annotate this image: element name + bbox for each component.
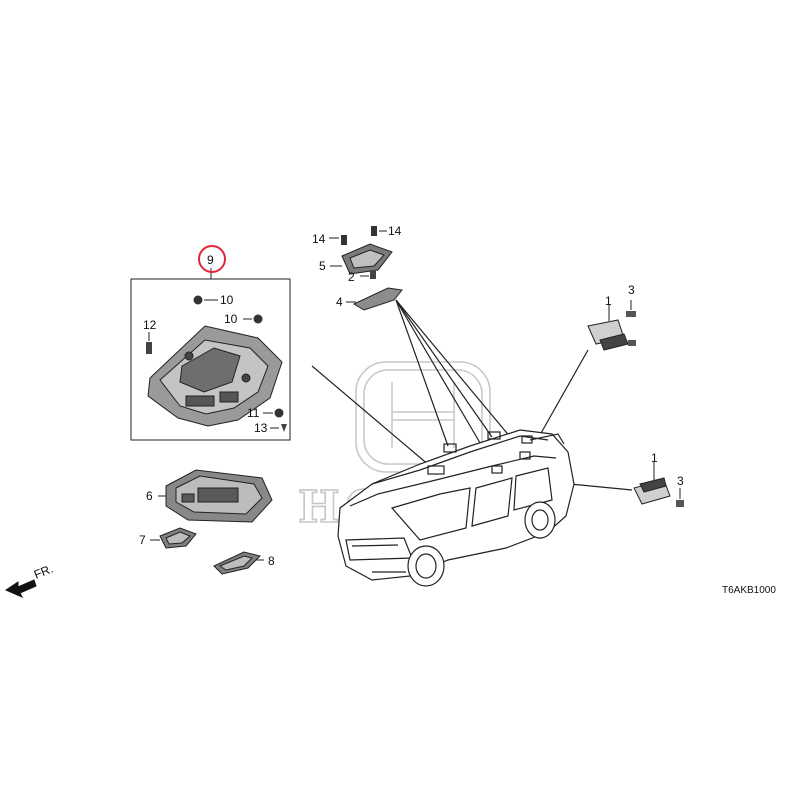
callout-9[interactable]: 9 <box>207 253 214 267</box>
callout-7[interactable]: 7 <box>139 533 146 547</box>
lamp-7[interactable] <box>159 527 197 549</box>
callout-14-left[interactable]: 14 <box>312 232 326 246</box>
front-arrow-icon <box>4 579 37 599</box>
callout-5[interactable]: 5 <box>319 259 326 273</box>
callout-2[interactable]: 2 <box>348 270 355 284</box>
front-indicator-label: FR. <box>32 562 55 582</box>
highlight-circle <box>198 245 226 273</box>
assembly-box <box>130 268 291 441</box>
clip-3-upper[interactable] <box>626 311 636 317</box>
clip-11[interactable] <box>263 408 284 418</box>
callout-6[interactable]: 6 <box>146 489 153 503</box>
leader-1-lower-to-vehicle <box>569 483 633 491</box>
screw-14-right[interactable] <box>371 226 387 236</box>
callout-13[interactable]: 13 <box>254 421 268 435</box>
leaders-4-to-vehicle <box>395 299 527 471</box>
clip-10-upper[interactable] <box>193 295 219 305</box>
callout-10-upper[interactable]: 10 <box>220 293 234 307</box>
callout-8[interactable]: 8 <box>268 554 275 568</box>
lamp-8[interactable] <box>213 551 261 575</box>
callout-1-upper[interactable]: 1 <box>605 294 612 308</box>
lens-4[interactable] <box>352 287 403 311</box>
vehicle-minivan <box>337 429 575 587</box>
callout-4[interactable]: 4 <box>336 295 343 309</box>
callout-3-upper[interactable]: 3 <box>628 283 635 297</box>
bulb-2[interactable] <box>360 270 376 279</box>
callout-14-right[interactable]: 14 <box>388 224 402 238</box>
sensor-1-upper[interactable] <box>587 319 629 351</box>
map-lamp-5[interactable] <box>341 243 393 275</box>
console-base-unit-6[interactable] <box>165 469 273 523</box>
clip-3-mid[interactable] <box>628 340 636 346</box>
callout-12[interactable]: 12 <box>143 318 157 332</box>
sensor-1-lower[interactable] <box>633 477 671 505</box>
callout-1-lower[interactable]: 1 <box>651 451 658 465</box>
screw-12[interactable] <box>146 332 152 354</box>
diagram-code: T6AKB1000 <box>722 585 776 596</box>
leader-1-upper-to-vehicle <box>535 349 589 443</box>
callout-3-lower[interactable]: 3 <box>677 474 684 488</box>
screw-13[interactable] <box>270 424 287 432</box>
clip-10-lower[interactable] <box>243 314 263 324</box>
screw-14-left[interactable] <box>329 235 347 245</box>
callout-11[interactable]: 11 <box>247 406 260 420</box>
roof-console-housing[interactable] <box>147 325 283 427</box>
leader-9-to-vehicle <box>311 365 431 467</box>
callout-10-lower[interactable]: 10 <box>224 312 238 326</box>
clip-3-lower[interactable] <box>676 500 684 507</box>
